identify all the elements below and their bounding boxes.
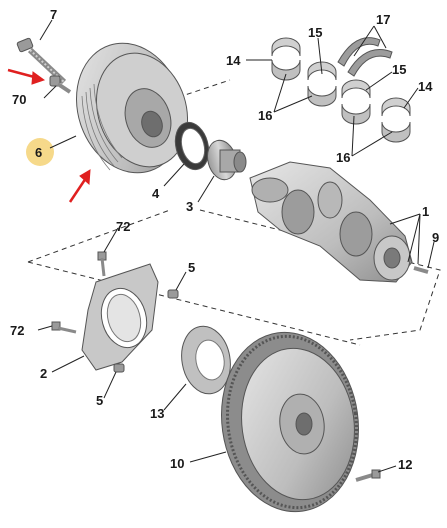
highlight-arrows bbox=[7, 68, 91, 203]
callout-14-right: 14 bbox=[418, 79, 433, 94]
dowel-pin-part bbox=[413, 266, 429, 274]
callout-6-highlight bbox=[26, 138, 54, 166]
bearing-shells-part bbox=[271, 37, 411, 143]
flywheel-part bbox=[221, 331, 359, 513]
callout-4: 4 bbox=[152, 186, 160, 201]
oil-seal-part bbox=[174, 121, 210, 171]
callout-70: 70 bbox=[12, 92, 26, 107]
callout-12: 12 bbox=[398, 457, 412, 472]
callout-6: 6 bbox=[35, 145, 42, 160]
small-bolt-part bbox=[49, 75, 72, 94]
callout-3: 3 bbox=[186, 199, 193, 214]
callout-1: 1 bbox=[422, 204, 429, 219]
callout-10: 10 bbox=[170, 456, 184, 471]
callout-2: 2 bbox=[40, 366, 47, 381]
crankshaft-part bbox=[249, 161, 413, 283]
callout-17: 17 bbox=[376, 12, 390, 27]
rear-seal-housing-part bbox=[81, 263, 159, 371]
callout-14-left: 14 bbox=[226, 53, 241, 68]
timing-gear-part bbox=[207, 139, 247, 181]
spacer-plate-part bbox=[181, 325, 231, 395]
callout-16-left: 16 bbox=[258, 108, 272, 123]
leader-lines bbox=[37, 19, 435, 473]
callout-13: 13 bbox=[150, 406, 164, 421]
callout-15-left: 15 bbox=[308, 25, 322, 40]
pulley-part bbox=[76, 42, 189, 174]
housing-bolts-72-part bbox=[51, 251, 107, 334]
callout-5-bottom: 5 bbox=[96, 393, 103, 408]
thrust-washers-part bbox=[337, 37, 393, 77]
callout-16-right: 16 bbox=[336, 150, 350, 165]
callout-9: 9 bbox=[432, 230, 439, 245]
callout-5-top: 5 bbox=[188, 260, 195, 275]
callout-72-left: 72 bbox=[10, 323, 24, 338]
callout-72-top: 72 bbox=[116, 219, 130, 234]
callout-7: 7 bbox=[50, 7, 57, 22]
flywheel-bolt-part bbox=[355, 469, 381, 482]
callout-15-right: 15 bbox=[392, 62, 406, 77]
screws-5-part bbox=[113, 289, 179, 373]
